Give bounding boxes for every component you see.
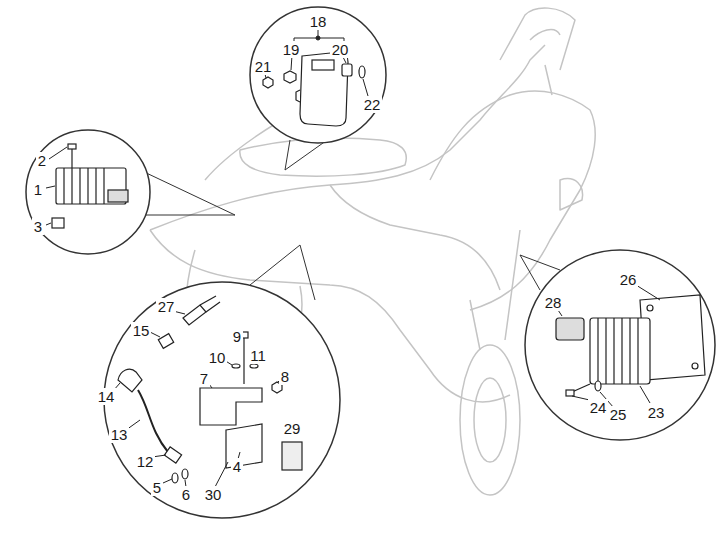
callout-pointer bbox=[140, 138, 560, 300]
leader-line bbox=[46, 147, 67, 225]
leader-line bbox=[558, 285, 660, 408]
callout-number: 21 bbox=[253, 58, 274, 75]
callout-number: 29 bbox=[282, 420, 303, 437]
callout-number: 8 bbox=[279, 368, 291, 385]
detail-circle bbox=[26, 7, 715, 518]
callout-number: 26 bbox=[618, 271, 639, 288]
callout-number: 19 bbox=[281, 41, 302, 58]
callout-number: 10 bbox=[207, 349, 228, 366]
callout-number: 30 bbox=[203, 486, 224, 503]
callout-number: 23 bbox=[646, 404, 667, 421]
sensor-parts bbox=[118, 296, 302, 483]
leader-line bbox=[113, 311, 279, 487]
callout-number: 5 bbox=[151, 479, 163, 496]
callout-number: 18 bbox=[308, 13, 329, 30]
control-unit-parts bbox=[556, 295, 705, 396]
relay-parts bbox=[263, 52, 365, 126]
callout-number: 9 bbox=[231, 328, 243, 345]
callout-number: 24 bbox=[588, 399, 609, 416]
callout-number: 15 bbox=[131, 322, 152, 339]
callout-number: 2 bbox=[36, 152, 48, 169]
callout-number: 13 bbox=[109, 426, 130, 443]
callout-number: 3 bbox=[32, 218, 44, 235]
callout-number: 28 bbox=[543, 294, 564, 311]
callout-number: 27 bbox=[156, 298, 177, 315]
callout-number: 14 bbox=[96, 388, 117, 405]
leader-line bbox=[265, 30, 368, 96]
callout-number: 4 bbox=[231, 458, 243, 475]
callout-number: 12 bbox=[135, 453, 156, 470]
callout-number: 7 bbox=[198, 370, 210, 387]
callout-number: 11 bbox=[248, 347, 268, 364]
callout-number: 25 bbox=[608, 406, 629, 423]
callout-number: 6 bbox=[180, 486, 192, 503]
regulator-parts bbox=[52, 144, 128, 228]
callout-number: 20 bbox=[330, 41, 351, 58]
callout-number: 1 bbox=[32, 181, 44, 198]
callout-number: 22 bbox=[362, 96, 383, 113]
